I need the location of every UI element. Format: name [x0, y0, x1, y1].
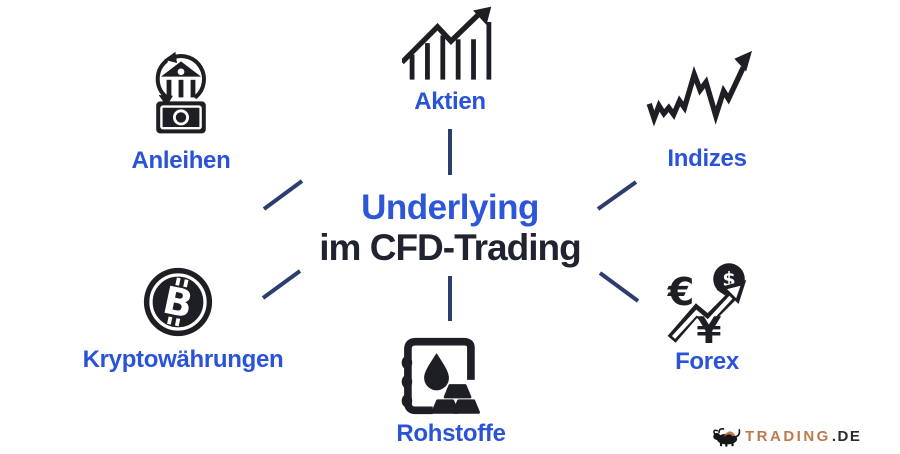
euro-glyph: € — [667, 270, 695, 315]
bitcoin-coin-icon: B — [143, 267, 213, 337]
connector-upper-left — [262, 179, 304, 211]
trading-de-logo: TRADING .DE — [712, 425, 861, 447]
center-title: Underlying im CFD-Trading — [0, 190, 900, 266]
logo-tld-text: .DE — [831, 427, 862, 445]
line-chart-up-icon — [646, 50, 752, 127]
bull-icon — [713, 428, 741, 447]
node-label-anleihen: Anleihen — [131, 147, 231, 174]
title-line-1: Underlying — [361, 188, 539, 227]
currency-exchange-arrow-icon: € $ ¥ — [667, 263, 747, 347]
connector-lower-left — [261, 269, 302, 300]
connector-upper-right — [596, 180, 638, 211]
node-label-indizes: Indizes — [667, 145, 747, 172]
bar-chart-up-icon — [402, 6, 492, 80]
oil-barrel-gold-bars-icon — [401, 337, 480, 415]
node-label-rohstoffe: Rohstoffe — [396, 420, 506, 447]
connector-lower-right — [598, 271, 640, 303]
logo-brand-text: TRADING — [745, 427, 831, 445]
yen-glyph: ¥ — [696, 309, 721, 347]
node-label-forex: Forex — [675, 348, 739, 375]
node-label-kryptowaehrungen: Kryptowährungen — [82, 346, 284, 373]
title-line-2: im CFD-Trading — [319, 227, 581, 268]
bank-banknote-cycle-icon — [155, 51, 206, 134]
node-label-aktien: Aktien — [414, 88, 486, 115]
